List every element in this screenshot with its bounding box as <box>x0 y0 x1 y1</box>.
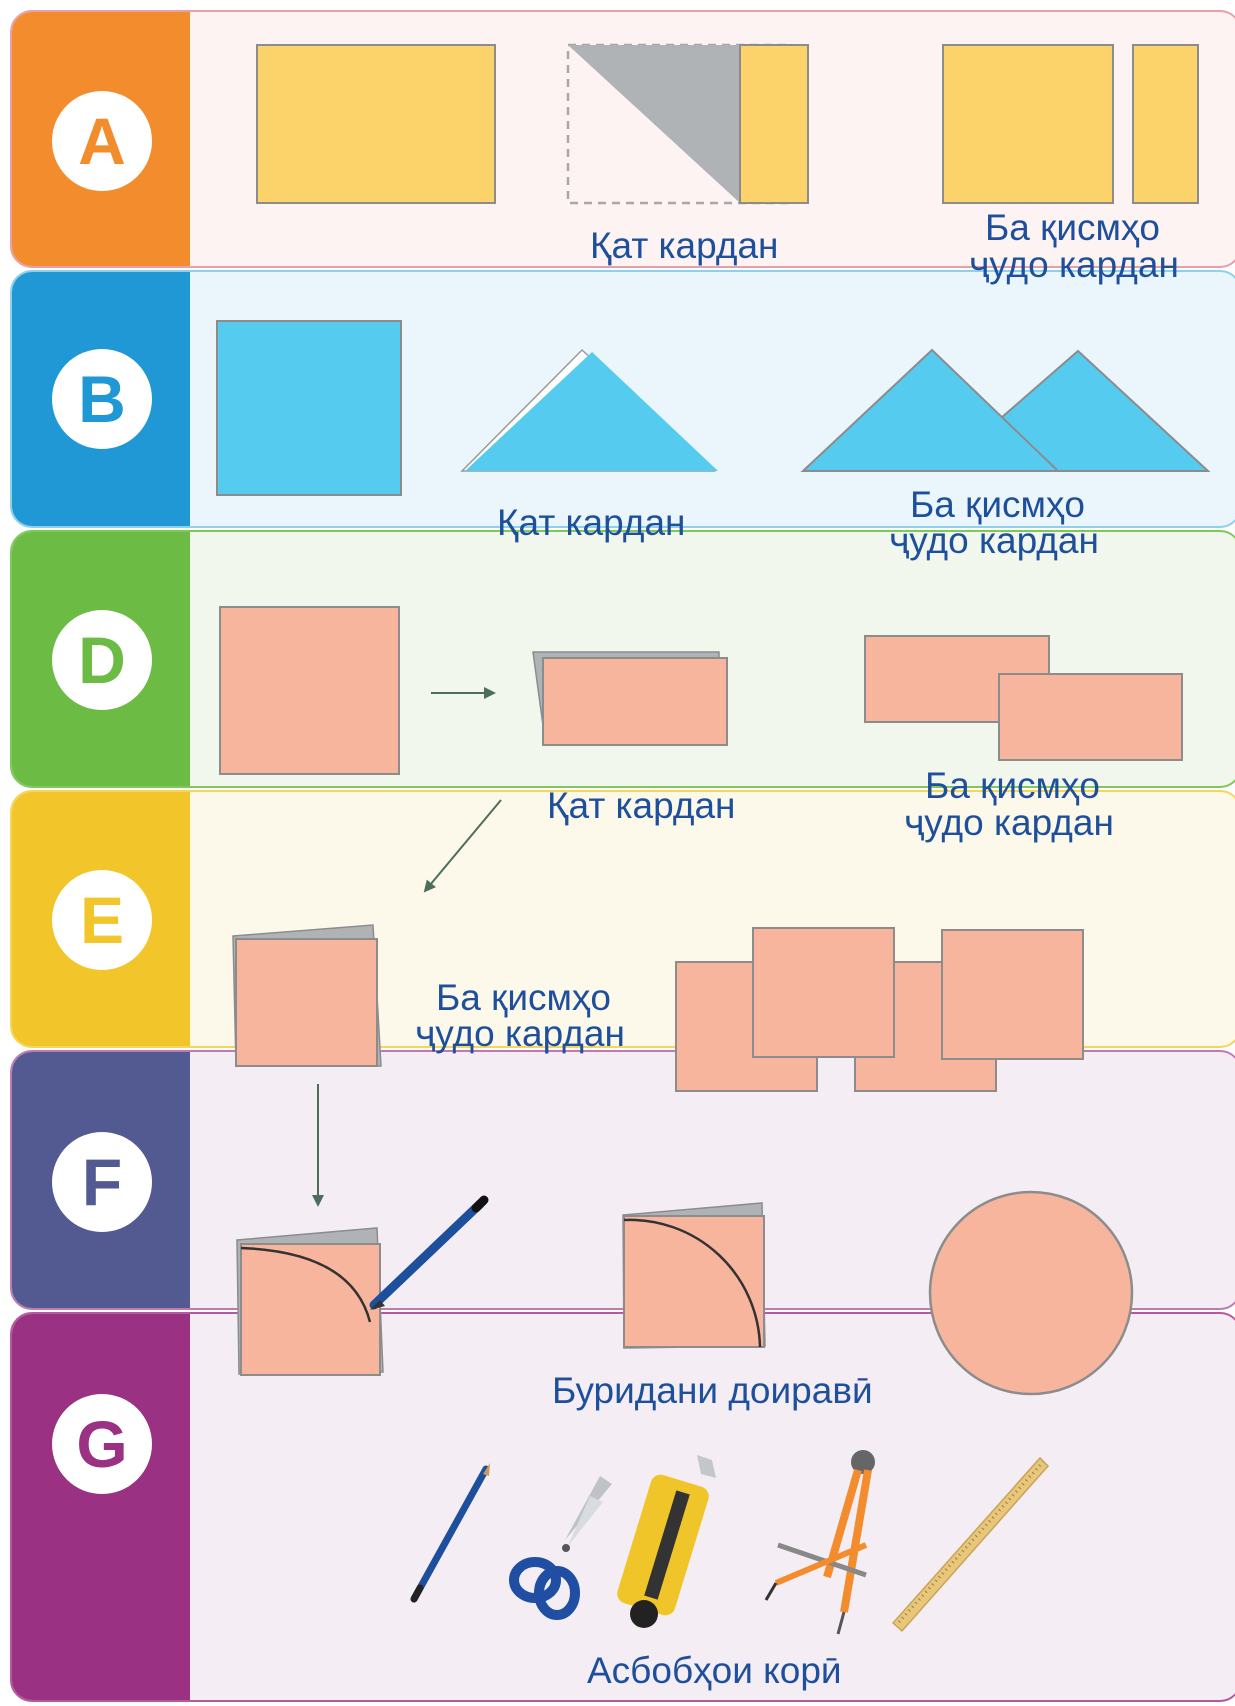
row-e-badge: E <box>52 870 152 970</box>
blue-sheet <box>216 320 402 496</box>
drawing-pencil <box>369 1195 489 1310</box>
row-d-tab: D <box>12 532 190 786</box>
label-tools: Асбобҳои корӣ <box>587 1650 842 1691</box>
label-cut-round: Буридани доиравӣ <box>552 1370 873 1411</box>
label-fold-b: Қат кардан <box>497 502 686 543</box>
label-fold-d: Қат кардан <box>547 785 736 826</box>
row-d-badge: D <box>52 610 152 710</box>
label-separate-b-2: ҷудо кардан <box>890 520 1099 561</box>
yellow-sheet <box>256 44 496 204</box>
pink-circle <box>928 1190 1134 1396</box>
row-f-tab: F <box>12 1052 190 1308</box>
yellow-strip <box>739 44 809 204</box>
row-a-tab: A <box>12 12 190 266</box>
pencil-icon <box>410 1463 490 1603</box>
diagonal-arrow <box>423 799 502 893</box>
yellow-strip-piece <box>1132 44 1199 204</box>
pink-rect-2 <box>998 673 1183 761</box>
quarter-arc <box>623 1218 762 1348</box>
row-b-tab: B <box>12 272 190 526</box>
label-separate-d-2: ҷудо кардан <box>905 802 1114 843</box>
blue-triangle-folded <box>465 352 718 471</box>
label-separate-a-2: ҷудо кардан <box>970 244 1179 285</box>
row-g-tab: G <box>12 1314 190 1700</box>
utility-knife-icon <box>617 1455 716 1628</box>
fold-flap <box>568 45 740 203</box>
label-separate-b-1: Ба қисмҳо <box>910 484 1086 525</box>
row-f-badge: F <box>52 1132 152 1232</box>
drawn-arc <box>240 1246 372 1323</box>
compass-icon <box>764 1450 875 1635</box>
ruler-icon <box>891 1456 1050 1633</box>
label-separate-e-2: ҷудо кардан <box>416 1013 625 1054</box>
label-separate-a-1: Ба қисмҳо <box>985 207 1161 248</box>
label-fold-a: Қат кардан <box>590 225 779 266</box>
pink-square-4 <box>941 929 1084 1060</box>
row-a-badge: A <box>52 91 152 191</box>
pink-stack <box>235 938 378 1067</box>
row-e-tab: E <box>12 792 190 1046</box>
row-b-badge: B <box>52 349 152 449</box>
row-g-badge: G <box>52 1394 152 1494</box>
scissors-icon <box>509 1476 612 1620</box>
yellow-square-piece <box>942 44 1114 204</box>
pink-stack-f1 <box>240 1243 381 1376</box>
label-separate-d-1: Ба қисмҳо <box>925 765 1101 806</box>
blue-triangle-left <box>800 348 1061 472</box>
row-e: E <box>10 790 1235 1048</box>
label-separate-e-1: Ба қисмҳо <box>436 977 612 1018</box>
pink-square-2 <box>752 927 895 1058</box>
pink-folded <box>542 657 728 746</box>
pink-sheet <box>219 606 400 775</box>
